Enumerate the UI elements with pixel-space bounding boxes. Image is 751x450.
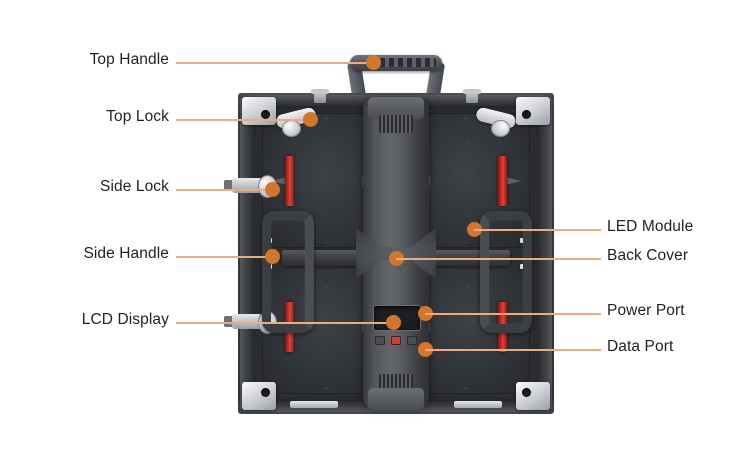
bottom-foot-right [454, 401, 502, 408]
indicator-led-group [375, 336, 417, 345]
callout-dot-lcd-display [386, 315, 401, 330]
status-led-1 [375, 336, 385, 345]
callout-label-side-handle: Side Handle [83, 245, 169, 262]
frame-rail-left [240, 98, 253, 409]
callout-label-side-lock: Side Lock [100, 178, 169, 195]
top-bolt-stud-left [311, 89, 329, 103]
callout-label-power-port: Power Port [607, 302, 685, 319]
leader-line-top-handle [176, 61, 373, 65]
corner-bracket-top-right [516, 97, 550, 125]
bottom-foot-left [290, 401, 338, 408]
spine-vent-bottom [379, 374, 413, 392]
callout-label-back-cover: Back Cover [607, 247, 689, 264]
leader-line-led-module [474, 228, 601, 232]
leader-line-back-cover [396, 257, 601, 261]
callout-dot-side-handle [265, 249, 280, 264]
leader-line-side-handle [176, 255, 279, 259]
spine-cap-bottom [368, 388, 424, 410]
side-handle-right [480, 211, 532, 333]
callout-dot-top-handle [366, 55, 381, 70]
spine-cap-top [368, 97, 424, 119]
callout-dot-top-lock [303, 112, 318, 127]
module-latch-red [498, 155, 507, 206]
leader-line-data-port [425, 348, 601, 352]
status-led-3 [407, 336, 417, 345]
handle-grip-texture [380, 58, 436, 67]
frame-rail-right [539, 98, 552, 409]
leader-line-side-lock [176, 188, 279, 192]
callout-label-top-lock: Top Lock [106, 108, 169, 125]
top-lock-right [474, 106, 518, 137]
led-cabinet-illustration [224, 55, 554, 414]
leader-line-power-port [425, 312, 601, 316]
callout-label-top-handle: Top Handle [89, 51, 169, 68]
top-bolt-stud-right [463, 89, 481, 103]
corner-bracket-bottom-right [516, 382, 550, 410]
callout-label-led-module: LED Module [607, 218, 694, 235]
callout-label-lcd-display: LCD Display [81, 311, 169, 328]
spine-vent-top [379, 115, 413, 133]
module-latch-red [285, 155, 294, 206]
leader-line-top-lock [176, 118, 316, 122]
corner-bracket-bottom-left [242, 382, 276, 410]
status-led-2 [391, 336, 401, 345]
side-handle-left [262, 211, 314, 333]
callout-dot-side-lock [265, 182, 280, 197]
callout-label-data-port: Data Port [607, 338, 674, 355]
leader-line-lcd-display [176, 321, 394, 325]
